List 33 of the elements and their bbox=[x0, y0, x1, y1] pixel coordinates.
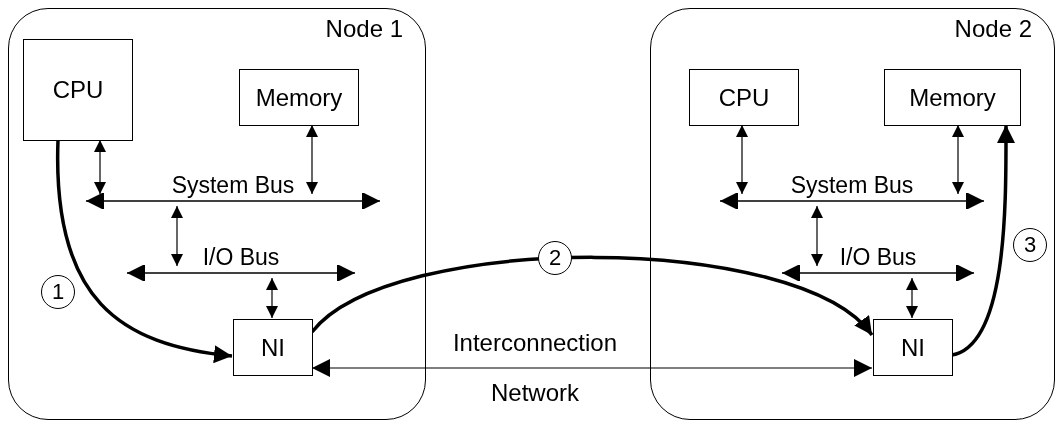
bus-label: System Bus bbox=[170, 173, 296, 197]
node-title: Node 2 bbox=[954, 15, 1032, 43]
arrow bbox=[171, 205, 183, 267]
node-title: Node 1 bbox=[325, 15, 403, 43]
component-box: CPU bbox=[23, 39, 133, 141]
component-box: NI bbox=[873, 319, 953, 376]
arrow bbox=[306, 124, 318, 195]
component-box: CPU bbox=[689, 69, 799, 126]
bus-label: I/O Bus bbox=[201, 245, 281, 269]
arrow bbox=[952, 124, 964, 195]
bus bbox=[126, 245, 356, 281]
node-frame bbox=[650, 8, 1055, 420]
arrow bbox=[811, 205, 823, 267]
node-frame bbox=[8, 8, 426, 420]
step-number: 2 bbox=[538, 241, 572, 275]
arrow bbox=[736, 124, 748, 195]
edge-label: Interconnection Network bbox=[451, 328, 619, 408]
bus-label: I/O Bus bbox=[838, 245, 918, 269]
component-box: Memory bbox=[884, 69, 1021, 126]
component-box: Memory bbox=[239, 69, 359, 126]
step-number: 3 bbox=[1013, 228, 1047, 262]
arrow bbox=[906, 277, 918, 319]
component-box: NI bbox=[233, 319, 313, 376]
bus bbox=[719, 173, 985, 209]
bus bbox=[85, 173, 381, 209]
arrow bbox=[56, 140, 233, 363]
arrow bbox=[951, 125, 1015, 357]
bus bbox=[781, 245, 975, 281]
bus-label: System Bus bbox=[789, 173, 915, 197]
arrow bbox=[94, 139, 106, 195]
arrow bbox=[311, 359, 873, 377]
step-number: 1 bbox=[41, 275, 75, 309]
arrow bbox=[266, 277, 278, 319]
